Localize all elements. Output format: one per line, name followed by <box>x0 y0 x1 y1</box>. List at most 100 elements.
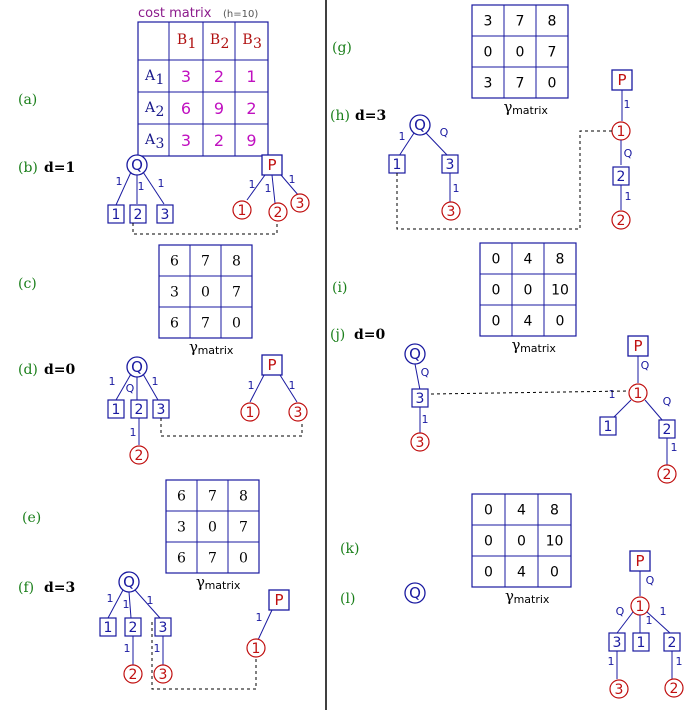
step-label-j: (j) <box>330 327 345 343</box>
cost-col-header: B <box>242 32 252 48</box>
cost-col-sub: 1 <box>188 36 197 52</box>
edge-weight-label: 1 <box>453 182 460 195</box>
cost-cell: 9 <box>214 99 224 118</box>
gamma-cell: 0 <box>550 565 559 581</box>
a-node <box>268 202 288 222</box>
gamma-symbol: γ <box>512 336 521 354</box>
gamma-cell: 7 <box>201 254 210 270</box>
a-node-label: 3 <box>294 405 303 421</box>
tree-edge <box>646 611 671 634</box>
step-label-b: (b) <box>18 160 38 176</box>
a-node <box>664 678 684 698</box>
cost-cell: 3 <box>181 67 191 86</box>
cost-matrix-title: cost matrix <box>138 6 212 21</box>
tree-edge <box>134 589 161 619</box>
edge-weight-label: 1 <box>107 592 114 605</box>
step-label-a: (a) <box>18 92 37 108</box>
a-node-label: 2 <box>129 667 138 683</box>
a-node <box>628 383 648 403</box>
gamma-cell: 0 <box>516 45 525 61</box>
b-node-label: 2 <box>617 169 626 185</box>
b-node-label: 3 <box>446 157 455 173</box>
cost-cell: 9 <box>246 131 256 150</box>
edge-weight-label: 1 <box>609 388 616 401</box>
gamma-cell: 4 <box>524 252 533 268</box>
cost-col-sub: 2 <box>221 36 230 52</box>
gamma-symbol: γ <box>505 587 514 605</box>
b-node-label: 2 <box>135 402 144 418</box>
depth-label-h: d=3 <box>355 108 386 124</box>
gamma-cell: 7 <box>208 551 217 567</box>
edge-weight-label: 1 <box>147 594 154 607</box>
a-node-label: 2 <box>670 681 679 697</box>
tree-edge <box>246 174 266 201</box>
edge-weight-label: Q <box>440 126 449 139</box>
edge-weight-label: 1 <box>399 130 406 143</box>
gamma-cell: 4 <box>517 565 526 581</box>
p-root-label: P <box>267 356 276 374</box>
tree-edge <box>271 174 276 204</box>
gamma-cell: 0 <box>548 76 557 92</box>
edge-weight-label: Q <box>126 382 135 395</box>
gamma-cell: 8 <box>232 254 241 270</box>
a-node-label: 1 <box>636 599 645 615</box>
gamma-cell: 3 <box>484 76 493 92</box>
edge-weight-label: 1 <box>256 611 263 624</box>
cost-row-header: A <box>144 68 156 84</box>
a-node-label: 3 <box>416 435 425 451</box>
tree-edge <box>644 399 664 422</box>
gamma-subscript: matrix <box>514 593 550 606</box>
match-link <box>151 622 257 690</box>
b-node <box>99 617 117 637</box>
gamma-cell: 0 <box>484 45 493 61</box>
edge-weight-label: Q <box>421 366 430 379</box>
b-node-label: 1 <box>104 620 113 636</box>
tree-edge <box>249 374 265 403</box>
gamma-cell: 7 <box>208 489 217 505</box>
gamma-cell: 4 <box>524 314 533 330</box>
gamma-cell: 0 <box>492 283 501 299</box>
edge-weight-label: Q <box>641 359 650 372</box>
gamma-cell: 0 <box>484 503 493 519</box>
a-node-label: 3 <box>296 196 305 212</box>
gamma-subscript: matrix <box>205 579 241 592</box>
gamma-cell: 0 <box>556 314 565 330</box>
edge-weight-label: Q <box>624 147 633 160</box>
a-node <box>410 432 430 452</box>
edge-weight-label: 1 <box>624 98 631 111</box>
p-root-label: P <box>267 156 276 174</box>
step-label-k: (k) <box>340 541 359 557</box>
a-node-label: 1 <box>238 203 247 219</box>
cost-cell: 2 <box>214 67 224 86</box>
a-node-label: 1 <box>617 124 626 140</box>
step-label-i: (i) <box>332 280 347 296</box>
tree-edge <box>616 611 634 634</box>
match-link <box>160 418 303 437</box>
edge-weight-label: 1 <box>248 379 255 392</box>
b-node <box>632 632 650 652</box>
gamma-cell: 8 <box>548 14 557 30</box>
cost-cell: 6 <box>181 99 191 118</box>
edge-weight-label: 1 <box>608 655 615 668</box>
gamma-cell: 0 <box>484 534 493 550</box>
edge-weight-label: 1 <box>422 413 429 426</box>
gamma-cell: 3 <box>484 14 493 30</box>
a-node-label: 2 <box>135 448 144 464</box>
cost-col-header: B <box>210 32 220 48</box>
b-node <box>599 416 617 436</box>
match-link <box>396 130 612 230</box>
b-node-label: 1 <box>112 207 121 223</box>
tree-edge <box>414 363 421 391</box>
gamma-cell: 0 <box>517 534 526 550</box>
a-node <box>129 445 149 465</box>
edge-weight-label: 1 <box>646 614 653 627</box>
q-root-label: Q <box>409 584 421 602</box>
a-node-label: 1 <box>246 405 255 421</box>
q-root-node <box>409 114 431 136</box>
edge-weight-label: Q <box>616 605 625 618</box>
q-root-label: Q <box>414 116 426 134</box>
cost-row-sub: 1 <box>156 72 165 88</box>
b-node-label: 2 <box>663 422 672 438</box>
